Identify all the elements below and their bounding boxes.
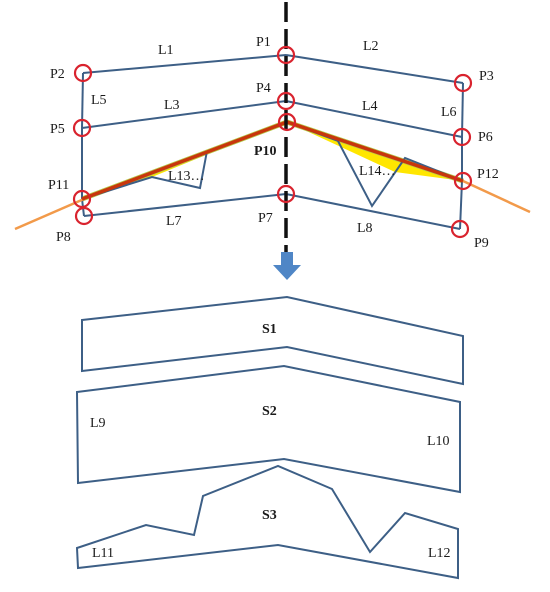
label-l4: L4	[362, 99, 378, 114]
label-l12: L12	[428, 546, 451, 561]
label-p3: P3	[479, 69, 494, 84]
top-figure: P1 P2 P3 P4 P5 P6 P10 P11 P12 P7 P8 P9 L…	[14, 2, 531, 255]
label-p9: P9	[474, 236, 489, 251]
label-l6: L6	[441, 105, 457, 120]
edge-right-lower	[459, 137, 463, 230]
label-l13: L13…	[168, 169, 205, 184]
bottom-figure: S1 S2 L9 L10 S3 L11 L12	[75, 295, 464, 580]
label-l10: L10	[427, 434, 450, 449]
label-p4: P4	[256, 81, 271, 96]
circle-marker-icon	[72, 45, 473, 239]
edge-l3	[81, 100, 287, 129]
label-p10: P10	[254, 144, 277, 159]
label-l3: L3	[164, 98, 180, 113]
surface-s3	[75, 464, 459, 580]
edge-l5	[81, 72, 84, 129]
label-l8: L8	[357, 221, 373, 236]
edge-left-lower	[81, 128, 85, 217]
label-p1: P1	[256, 35, 271, 50]
label-l9: L9	[90, 416, 106, 431]
edge-l13	[81, 150, 208, 200]
cut-line-right	[462, 179, 531, 214]
label-s1: S1	[262, 322, 277, 337]
label-l11: L11	[92, 546, 114, 561]
label-l1: L1	[158, 43, 174, 58]
edge-l8	[285, 193, 461, 230]
label-p8: P8	[56, 230, 71, 245]
arrow-down-icon	[273, 252, 301, 280]
label-p5: P5	[50, 122, 65, 137]
edge-l2	[285, 54, 464, 84]
label-s3: S3	[262, 508, 277, 523]
label-p7: P7	[258, 211, 273, 226]
label-l2: L2	[363, 39, 379, 54]
cut-line-left	[14, 197, 85, 231]
label-l7: L7	[166, 214, 182, 229]
label-l5: L5	[91, 93, 107, 108]
edge-l1	[82, 54, 287, 74]
edge-l7	[83, 193, 287, 217]
surface-s2	[75, 364, 461, 494]
ridge-line	[81, 120, 464, 201]
label-l14: L14…	[359, 164, 396, 179]
label-p11: P11	[48, 178, 69, 193]
edge-l4	[285, 100, 463, 138]
label-p12: P12	[477, 167, 499, 182]
label-p2: P2	[50, 67, 65, 82]
label-s2: S2	[262, 404, 277, 419]
surface-s1	[81, 295, 464, 386]
label-p6: P6	[478, 130, 493, 145]
